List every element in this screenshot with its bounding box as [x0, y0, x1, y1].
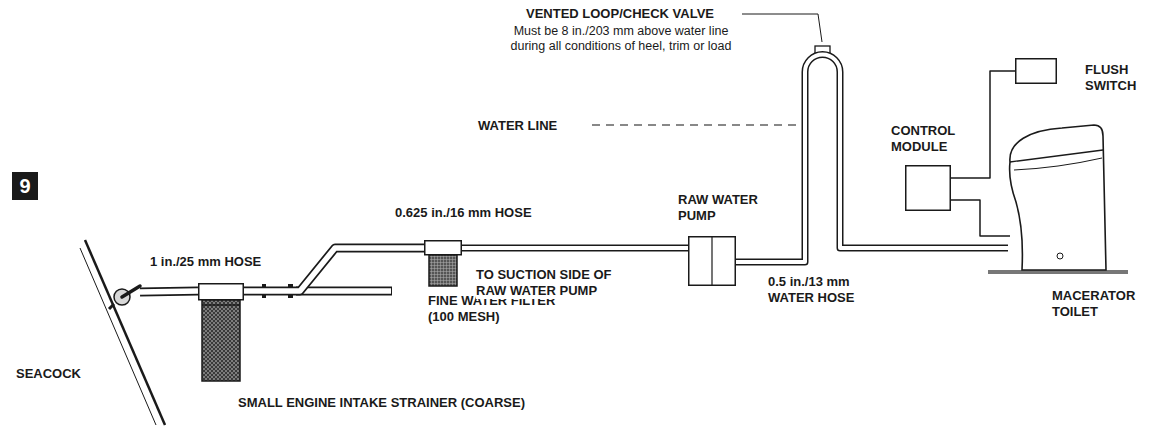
control-module-shape — [905, 165, 951, 211]
edge-label: TO SUCTION SIDE OF RAW WATER PUMP — [476, 267, 641, 299]
water-line-label: WATER LINE — [478, 118, 557, 134]
callout-title: VENTED LOOP/CHECK VALVE — [500, 6, 740, 22]
hose-stub — [296, 288, 391, 294]
callout-note: Must be 8 in./203 mm above water line du… — [505, 24, 737, 55]
hose — [462, 248, 688, 249]
control-module: CONTROL MODULE — [905, 165, 951, 211]
hose — [140, 291, 198, 292]
water-line — [592, 124, 798, 126]
coarse-strainer: SMALL ENGINE INTAKE STRAINER (COARSE) — [198, 283, 244, 383]
node-label: CONTROL MODULE — [891, 123, 981, 155]
node-label: SEACOCK — [16, 366, 81, 382]
fine-filter-shape — [424, 240, 462, 288]
node-label: FLUSH SWITCH — [1085, 62, 1155, 94]
flush-switch-shape — [1015, 58, 1057, 84]
hull-line — [80, 248, 156, 425]
hose — [736, 55, 1008, 263]
node-label: RAW WATER PUMP — [678, 192, 768, 224]
wire — [951, 200, 1010, 236]
hose-stub — [296, 287, 392, 296]
macerator-toilet: MACERATOR TOILET — [1000, 118, 1110, 270]
node-label: MACERATOR TOILET — [1052, 288, 1152, 320]
callout-number: 9 — [12, 172, 38, 200]
edge-label: 0.5 in./13 mm WATER HOSE — [768, 274, 878, 306]
hose — [244, 248, 424, 291]
node-label: SMALL ENGINE INTAKE STRAINER (COARSE) — [238, 395, 525, 411]
hose-size-label: 0.625 in./16 mm HOSE — [395, 205, 532, 221]
wire — [951, 71, 1015, 178]
leader-line — [742, 14, 822, 42]
seacock-valve: SEACOCK — [108, 282, 142, 310]
raw-water-pump-shape — [688, 236, 736, 286]
edge-label: 1 in./25 mm HOSE — [150, 254, 261, 270]
raw-water-pump: RAW WATER PUMP — [688, 236, 736, 286]
fine-filter: FINE WATER FILTER (100 MESH) — [424, 240, 462, 288]
flush-switch: FLUSH SWITCH — [1015, 58, 1057, 84]
seacock-valve-shape — [108, 282, 142, 310]
coarse-strainer-shape — [198, 283, 244, 383]
macerator-toilet-shape — [1000, 118, 1110, 270]
